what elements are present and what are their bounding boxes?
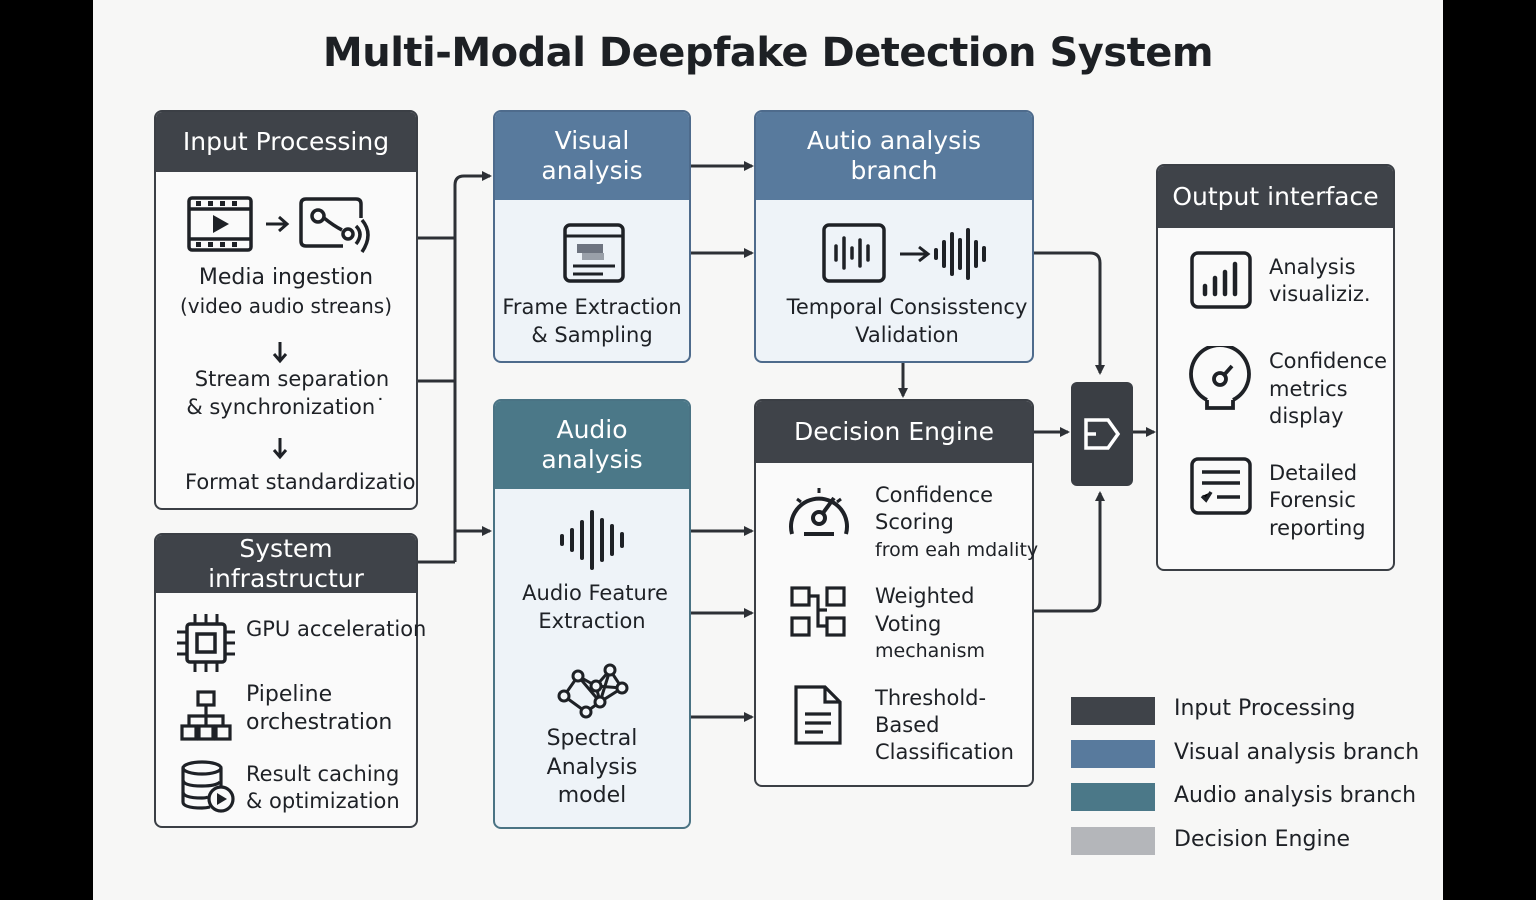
visual-analysis-panel: Visual analysis bbox=[493, 110, 691, 363]
legend-label-input: Input Processing bbox=[1174, 696, 1356, 721]
arrow-right-icon bbox=[264, 214, 292, 234]
visual-header-line-2: analysis bbox=[541, 156, 643, 185]
audio-analysis-header-line-1: Audio bbox=[556, 415, 628, 444]
stream-sync-label: & synchronization˙ bbox=[186, 395, 386, 419]
format-standardization-label: Format standardizatio bbox=[185, 470, 416, 494]
media-ingestion-sub: (video audio streans) bbox=[179, 294, 393, 318]
waveform-box-icon bbox=[821, 222, 887, 284]
audio-feature-label: Audio Feature bbox=[522, 581, 668, 605]
metrics-label: metrics bbox=[1269, 377, 1348, 401]
analysis-viz-label: Analysis bbox=[1269, 255, 1356, 279]
audio-branch-panel: Autio analysis branch bbox=[754, 110, 1034, 363]
reporting-label: reporting bbox=[1269, 516, 1366, 540]
arrow-down-icon bbox=[271, 340, 289, 364]
audio-branch-header-line-1: Autio analysis bbox=[806, 126, 982, 155]
decision-engine-header: Decision Engine bbox=[756, 401, 1032, 463]
classification-label: Classification bbox=[875, 740, 1014, 764]
audio-branch-header-line-2: branch bbox=[850, 156, 938, 185]
modality-label: from eah mdality bbox=[875, 539, 1039, 561]
based-label: Based bbox=[875, 713, 940, 737]
legend-label-audio: Audio analysis branch bbox=[1174, 783, 1417, 808]
infrastructure-panel: System infrastructur bbox=[154, 533, 418, 828]
legend-label-decision: Decision Engine bbox=[1174, 827, 1351, 852]
result-caching-label: Result caching bbox=[246, 762, 400, 786]
legend-swatch-visual bbox=[1071, 740, 1155, 768]
threshold-label: Threshold- bbox=[875, 686, 987, 710]
spectral-model-label: model bbox=[557, 783, 627, 808]
network-icon bbox=[556, 658, 630, 720]
orchestration-label: orchestration bbox=[246, 710, 393, 735]
scoring-label: Scoring bbox=[875, 510, 954, 534]
gpu-acceleration-label: GPU acceleration bbox=[246, 617, 427, 641]
output-interface-panel: Output interface bbox=[1156, 164, 1395, 571]
audio-extraction-label: Extraction bbox=[538, 609, 646, 633]
visual-analysis-header: Visual analysis bbox=[495, 112, 689, 200]
visual-header-line-1: Visual bbox=[554, 126, 630, 155]
output-interface-header: Output interface bbox=[1158, 166, 1393, 228]
merge-node bbox=[1071, 382, 1133, 486]
document-icon bbox=[793, 684, 843, 746]
hierarchy-icon bbox=[180, 690, 232, 742]
merge-icon bbox=[1084, 418, 1121, 450]
gauge-icon bbox=[784, 482, 854, 542]
diagram-title: Multi-Modal Deepfake Detection System bbox=[322, 30, 1214, 76]
infrastructure-header: System infrastructur bbox=[156, 535, 416, 593]
legend-swatch-input bbox=[1071, 697, 1155, 725]
bar-chart-icon bbox=[1189, 250, 1253, 310]
input-processing-panel: Input Processing bbox=[154, 110, 418, 510]
legend-swatch-audio bbox=[1071, 783, 1155, 811]
video-icon bbox=[186, 194, 254, 254]
grid-icon bbox=[790, 586, 850, 638]
confidence-label: Confidence bbox=[875, 483, 994, 507]
media-ingestion-label: Media ingestion bbox=[198, 265, 374, 290]
waveform-icon bbox=[558, 508, 632, 572]
audio-wave-icon bbox=[298, 196, 374, 258]
detailed-label: Detailed bbox=[1269, 461, 1358, 485]
waveform-icon bbox=[932, 228, 992, 280]
display-label: display bbox=[1269, 404, 1344, 428]
decision-engine-panel: Decision Engine bbox=[754, 399, 1034, 787]
audio-analysis-panel: Audio analysis bbox=[493, 399, 691, 829]
forensic-label: Forensic bbox=[1269, 488, 1356, 512]
stream-separation-label: Stream separation bbox=[194, 367, 390, 391]
database-icon bbox=[180, 760, 236, 814]
legend-swatch-decision bbox=[1071, 827, 1155, 855]
report-icon bbox=[1189, 456, 1253, 516]
spectral-label: Spectral bbox=[546, 726, 638, 751]
frame-extraction-label: Frame Extraction bbox=[502, 295, 682, 319]
mechanism-label: mechanism bbox=[875, 640, 986, 662]
confidence-metrics-label: Confidence bbox=[1269, 349, 1388, 373]
frame-icon bbox=[562, 222, 626, 284]
voting-label: Voting bbox=[875, 612, 942, 636]
chip-icon bbox=[175, 612, 237, 674]
audio-analysis-header-line-2: analysis bbox=[541, 445, 643, 474]
spectral-analysis-label: Analysis bbox=[546, 755, 638, 780]
optimization-label: & optimization bbox=[246, 789, 400, 813]
meter-icon bbox=[1187, 346, 1253, 412]
audio-analysis-header: Audio analysis bbox=[495, 401, 689, 489]
temporal-validation-label: Validation bbox=[855, 323, 959, 347]
visualization-label: visualiziz. bbox=[1269, 282, 1371, 306]
arrow-right-icon bbox=[898, 244, 932, 264]
arrow-down-icon bbox=[271, 436, 289, 460]
pipeline-label: Pipeline bbox=[246, 682, 333, 707]
weighted-label: Weighted bbox=[875, 584, 975, 608]
legend-label-visual: Visual analysis branch bbox=[1174, 740, 1420, 765]
input-processing-header: Input Processing bbox=[156, 112, 416, 172]
audio-branch-header: Autio analysis branch bbox=[756, 112, 1032, 200]
frame-sampling-label: & Sampling bbox=[531, 323, 653, 347]
temporal-consistency-label: Temporal Consisstency bbox=[786, 295, 1028, 319]
